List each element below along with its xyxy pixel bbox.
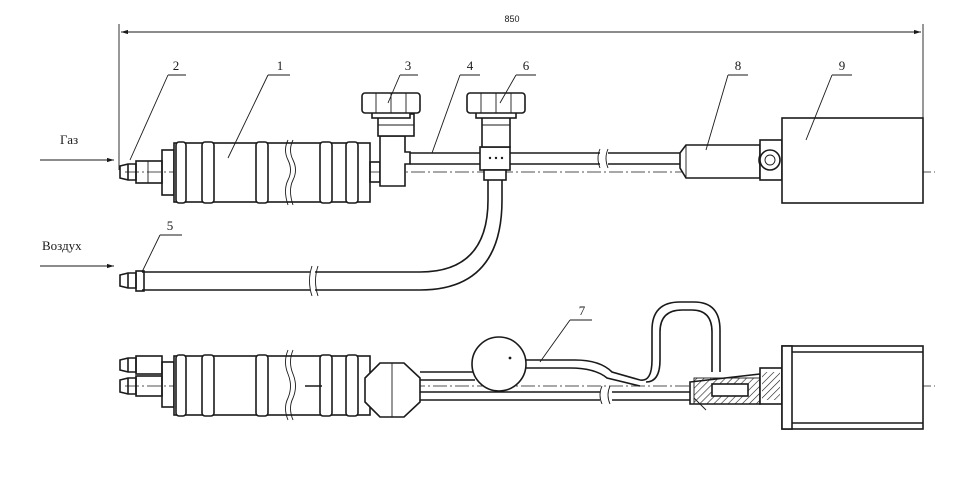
gas-input: Газ [40,132,114,163]
callout-label-3: 3 [405,58,412,73]
gas-valve [361,92,421,187]
nozzle [679,139,783,181]
callout-8: 8 [705,58,748,151]
shield [781,117,924,204]
callout-label-2: 2 [173,58,180,73]
callout-9: 9 [805,58,852,141]
dimension-850: 850 [118,14,924,170]
callout-1: 1 [227,58,290,159]
callout-7: 7 [539,303,592,363]
callout-2: 2 [129,58,186,161]
twin-nipples [119,355,163,397]
bottom-view [119,301,935,430]
handle [161,139,381,206]
nozzle-section [689,367,783,411]
dimension-label: 850 [504,14,519,24]
loop-tube [639,301,721,383]
callout-label-5: 5 [167,218,174,233]
tubes-bottom [420,359,690,405]
handle-bottom [161,349,371,421]
shield-bottom [781,345,924,430]
callout-4: 4 [431,58,480,154]
callout-label-6: 6 [523,58,530,73]
valve-knob-mid [471,336,527,392]
air-nipple [119,270,145,292]
callout-label-4: 4 [467,58,474,73]
callout-6: 6 [499,58,536,104]
callout-3: 3 [387,58,418,104]
air-label: Воздух [42,238,82,253]
gas-label: Газ [60,132,78,147]
air-input: Воздух [40,238,114,269]
callout-label-7: 7 [579,303,586,318]
air-valve [466,92,526,181]
callout-5: 5 [141,218,182,273]
main-tube [410,148,680,169]
valve-knob-left [364,362,421,418]
callout-label-8: 8 [735,58,742,73]
callout-label-9: 9 [839,58,846,73]
air-hose [142,180,503,297]
callout-label-1: 1 [277,58,284,73]
top-view [119,92,935,297]
